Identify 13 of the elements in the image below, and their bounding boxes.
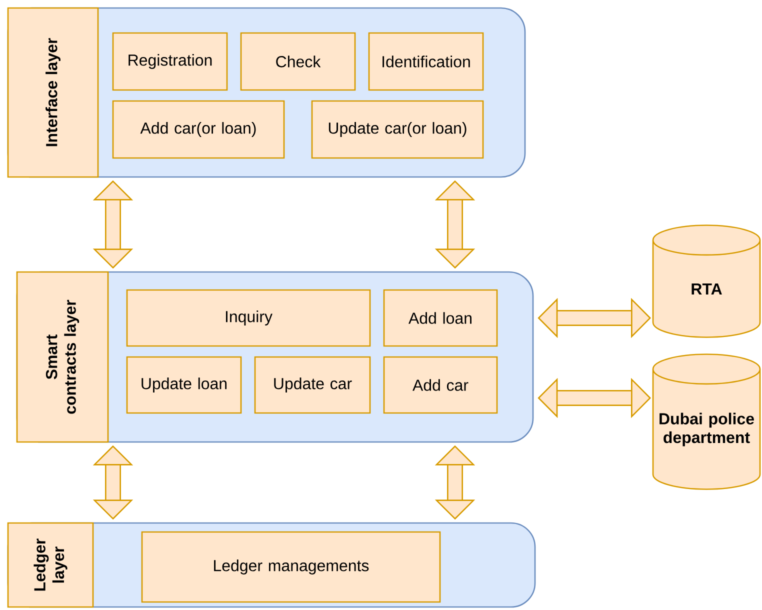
function-box: Update car (254, 356, 371, 414)
database-cylinder: Dubai police department (652, 354, 761, 490)
function-box: Identification (368, 32, 484, 91)
function-box: Ledger managements (141, 531, 441, 603)
database-cylinder: RTA (652, 224, 761, 338)
function-box: Registration (112, 32, 228, 91)
function-box: Add car (383, 356, 498, 414)
function-box: Add loan (383, 289, 498, 347)
function-box: Update car(or loan) (311, 100, 484, 159)
function-box: Add car(or loan) (112, 100, 285, 159)
function-box: Inquiry (126, 289, 371, 347)
function-box: Check (240, 32, 356, 91)
function-box: Update loan (126, 356, 242, 414)
